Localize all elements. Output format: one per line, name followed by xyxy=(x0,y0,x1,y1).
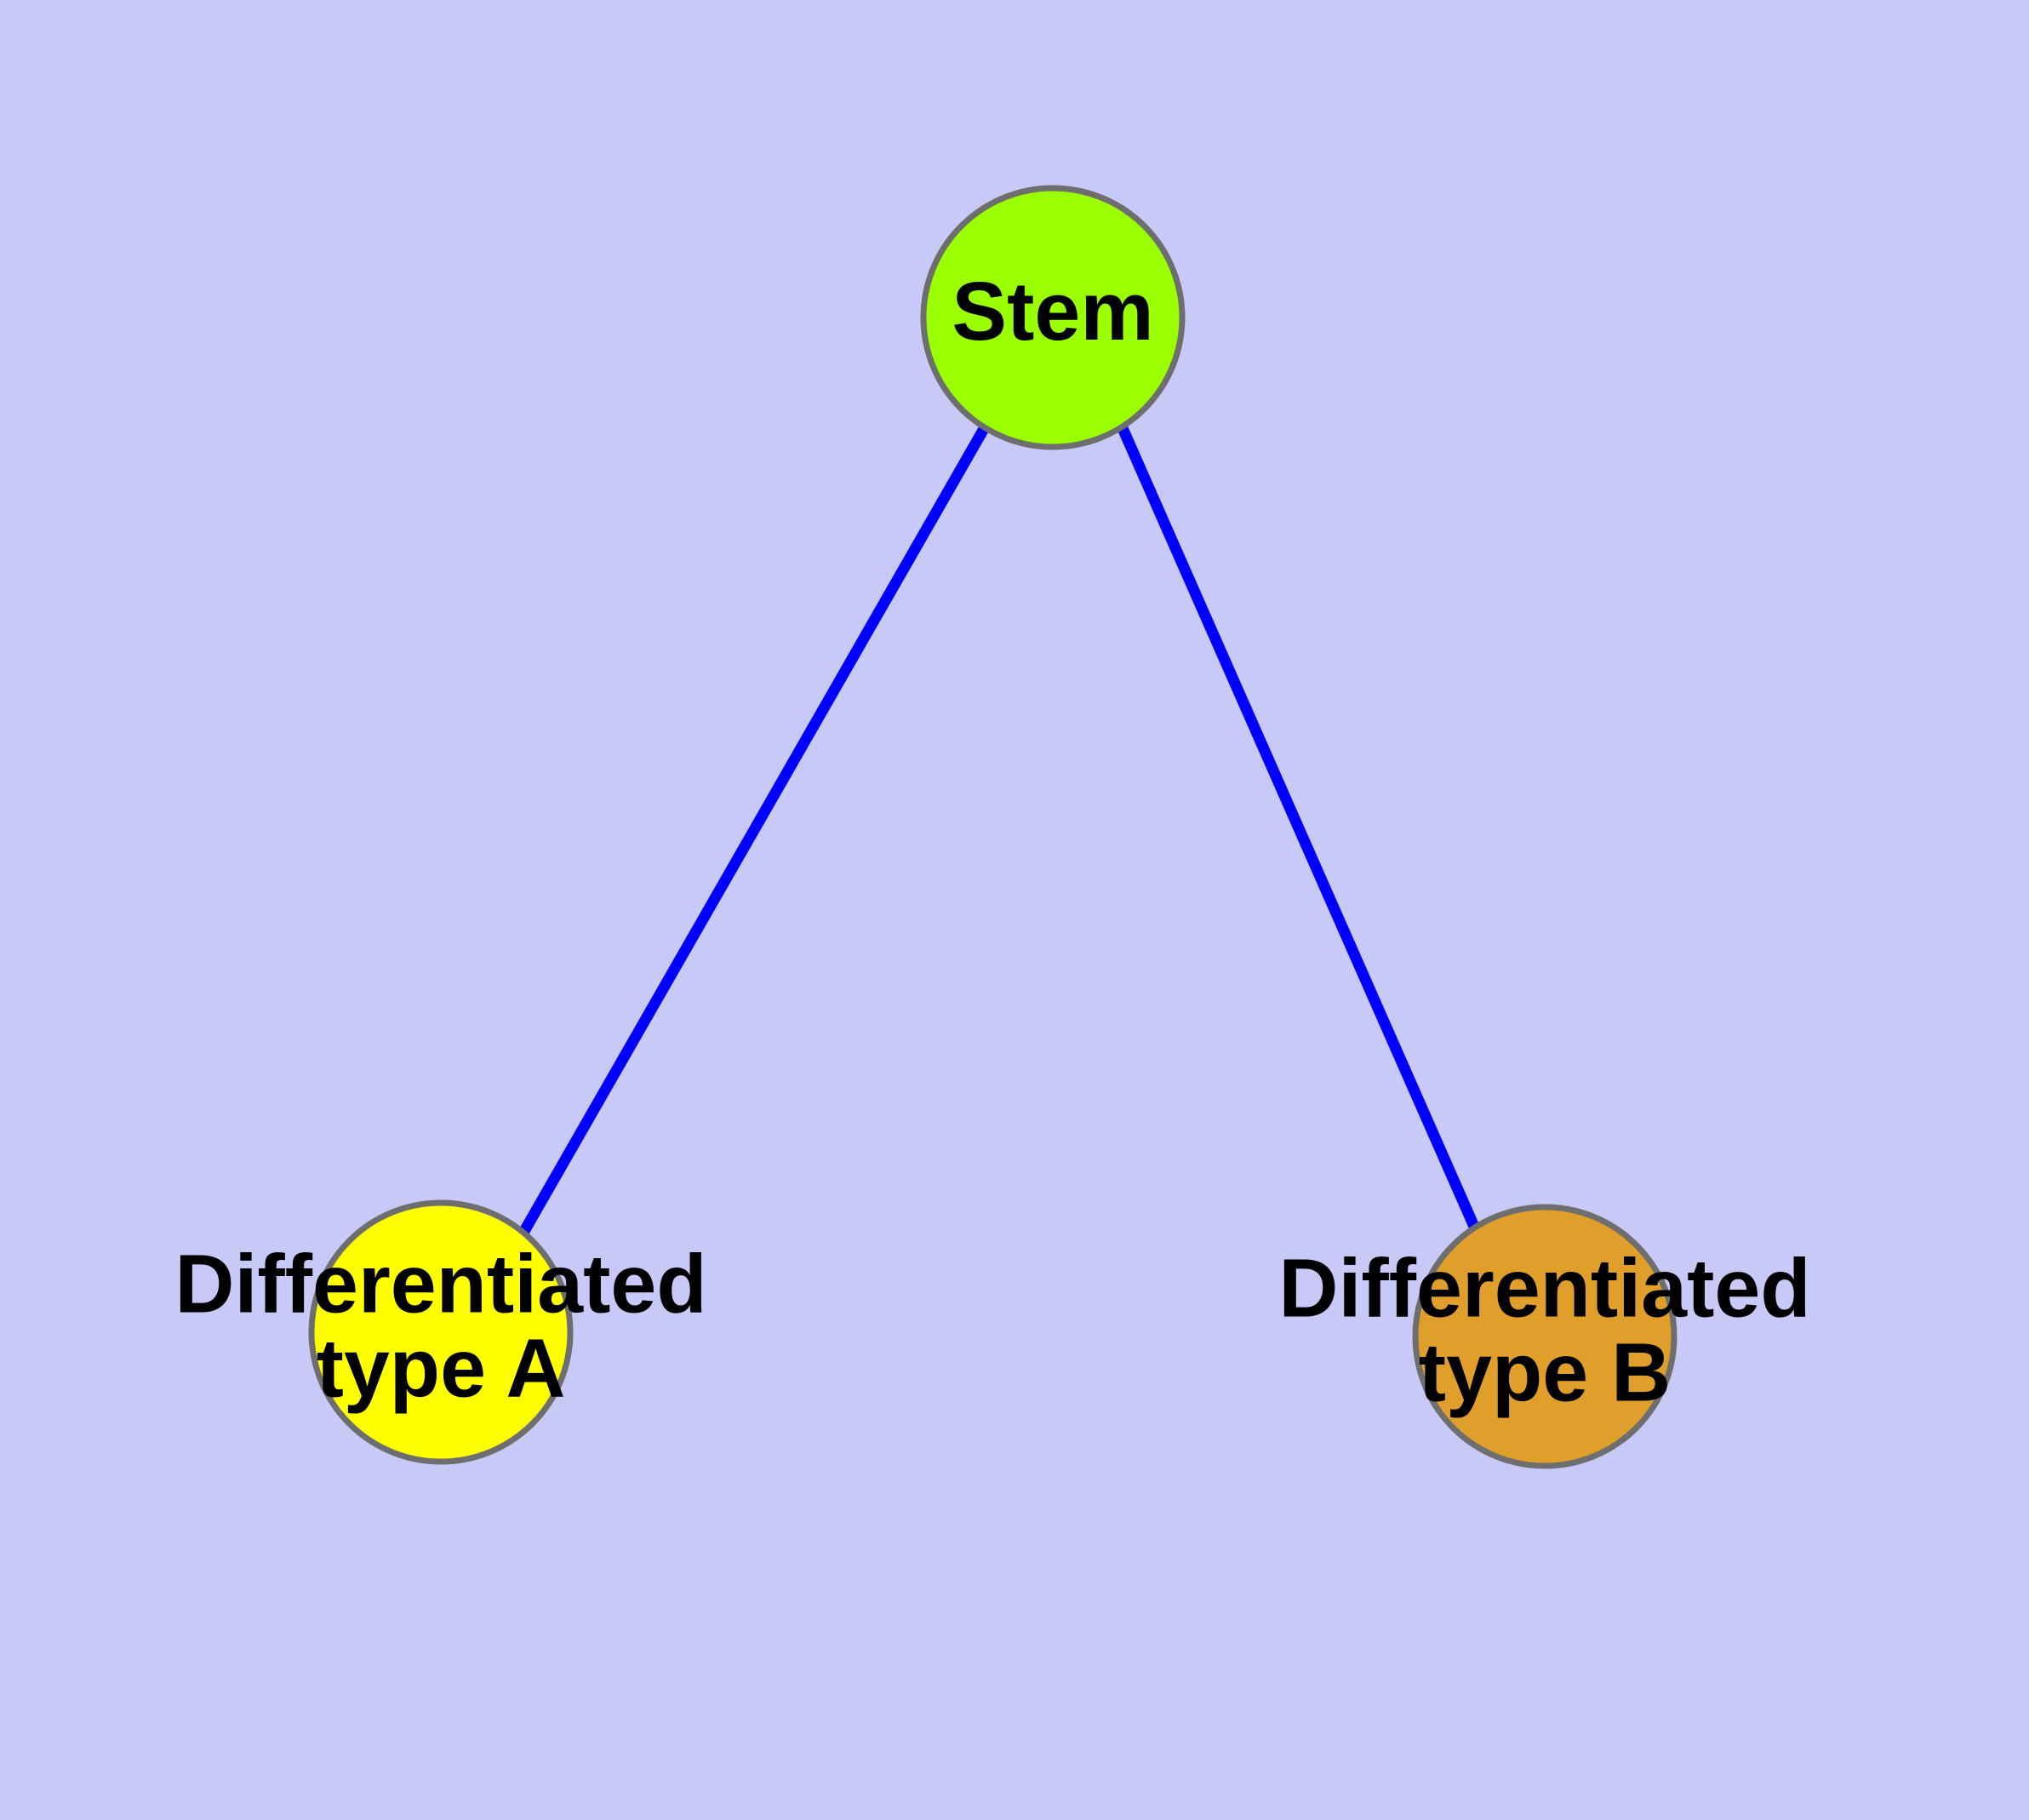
graph-node-stem[interactable]: Stem xyxy=(920,185,1186,450)
node-circle-stem[interactable] xyxy=(920,185,1186,450)
graph-edge[interactable] xyxy=(518,424,990,1236)
node-label-stem: Stem xyxy=(952,265,1153,358)
edges-layer xyxy=(518,424,1480,1236)
node-label-line: Differentiated xyxy=(174,1237,706,1330)
node-label-line: type B xyxy=(1419,1325,1671,1418)
node-label-line: Stem xyxy=(952,265,1153,358)
node-circle-diff_a[interactable] xyxy=(308,1199,574,1465)
node-circle-diff_b[interactable] xyxy=(1412,1204,1677,1469)
graph-edge[interactable] xyxy=(1117,426,1480,1231)
node-label-line: type A xyxy=(317,1321,566,1414)
node-label-line: Differentiated xyxy=(1278,1241,1810,1334)
